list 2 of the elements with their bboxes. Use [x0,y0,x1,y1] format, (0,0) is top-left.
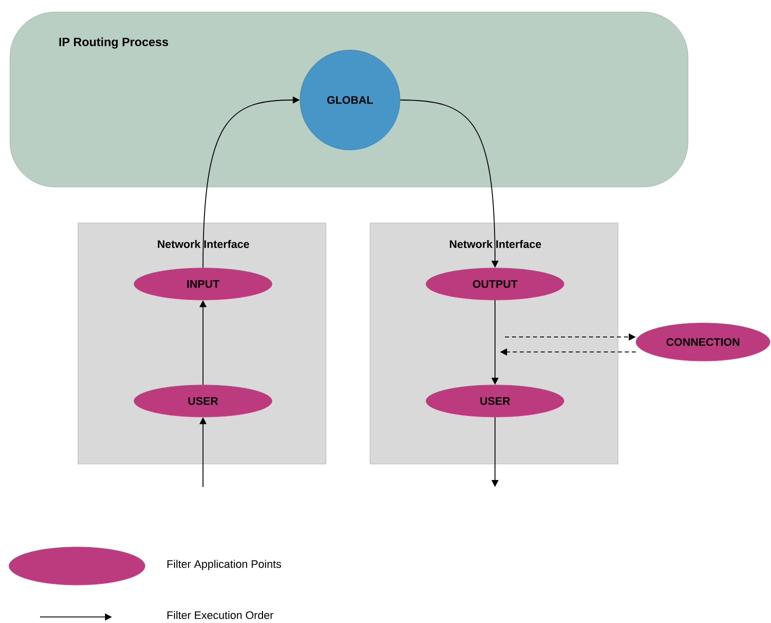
legend-text: Filter Application Points [167,560,282,570]
legend-text: Filter Execution Order [167,610,274,620]
